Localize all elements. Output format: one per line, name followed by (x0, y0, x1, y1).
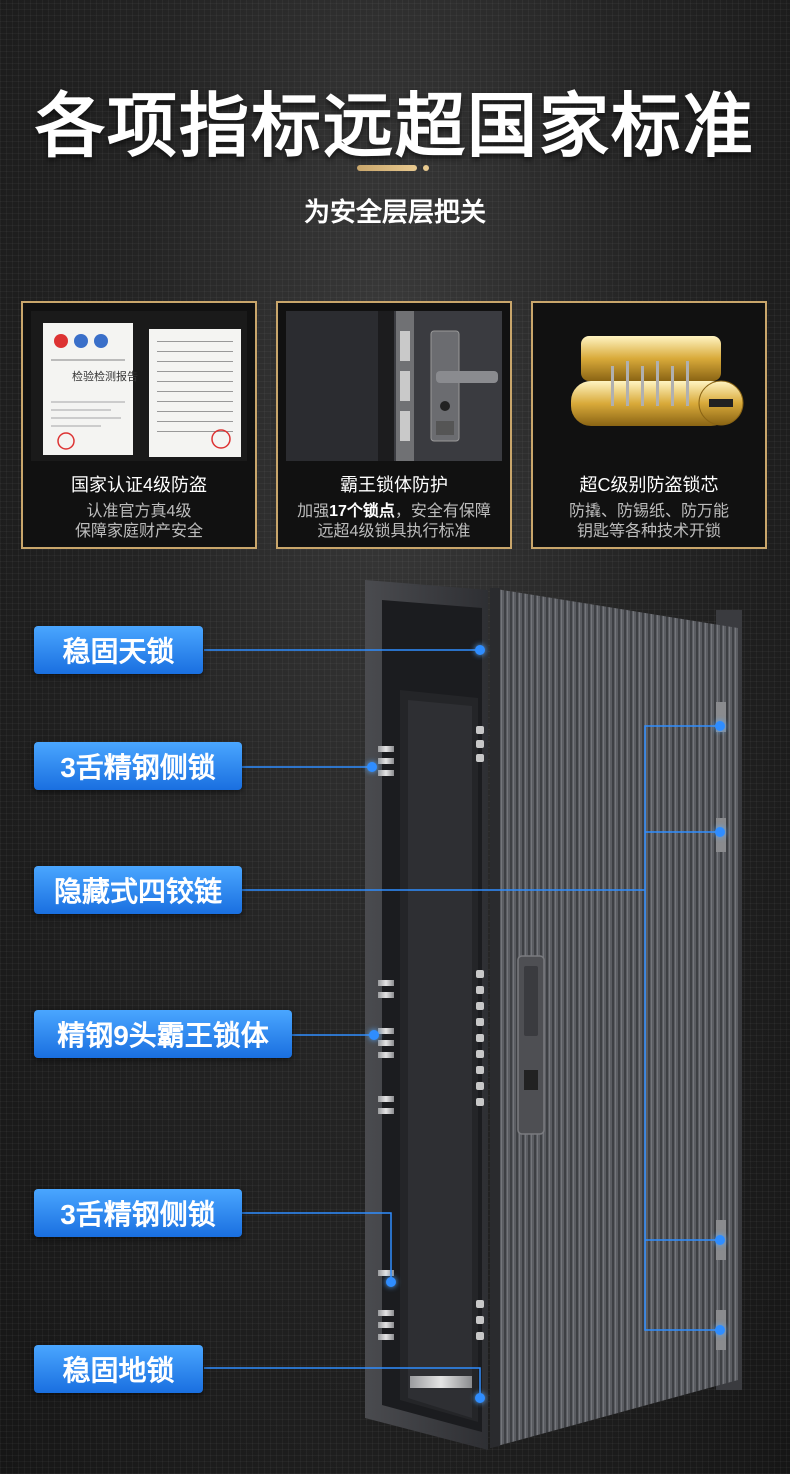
callout-dot (367, 762, 377, 772)
door-lock-body-icon (286, 311, 502, 461)
certificate-report-icon (31, 311, 247, 461)
gold-lock-cylinder-icon (541, 311, 757, 461)
page-title: 各项指标远超国家标准 (35, 87, 755, 165)
card-lock-body: 霸王锁体防护 加强17个锁点，安全有保障 远超4级锁具执行标准 (276, 301, 512, 549)
page-subtitle: 为安全层层把关 (303, 197, 486, 227)
callout-dot (715, 721, 725, 731)
card-line: 钥匙等各种技术开锁 (576, 523, 721, 540)
label-side-lock-lower: 3舌精钢侧锁 (34, 1189, 242, 1237)
card-line: 远超4级锁具执行标准 (317, 523, 471, 540)
card-line: 防撬、防锡纸、防万能 (568, 503, 729, 520)
report-heading: 检验检测报告 (72, 370, 138, 383)
label-side-lock-upper: 3舌精钢侧锁 (34, 742, 242, 790)
card-line: 保障家庭财产安全 (74, 523, 203, 540)
label-main-lock-body: 精钢9头霸王锁体 (34, 1010, 292, 1058)
callout-dot (369, 1030, 379, 1040)
label-bottom-lock: 稳固地锁 (34, 1345, 203, 1393)
card-line: 认准官方真4级 (86, 503, 192, 520)
door-illustration (204, 580, 742, 1450)
card-title: 超C级别防盗锁芯 (579, 475, 719, 495)
label-hidden-hinges: 隐藏式四铰链 (34, 866, 242, 914)
label-top-lock: 稳固天锁 (34, 626, 203, 674)
title-decoration (357, 165, 429, 171)
card-lock-cylinder: 超C级别防盗锁芯 防撬、防锡纸、防万能 钥匙等各种技术开锁 (531, 301, 767, 549)
callout-dot (475, 645, 485, 655)
card-title: 霸王锁体防护 (340, 475, 448, 495)
callout-dot (386, 1277, 396, 1287)
callout-dot (715, 1325, 725, 1335)
card-line: 加强17个锁点，安全有保障 (297, 503, 491, 520)
callout-dot (475, 1393, 485, 1403)
callout-dot (715, 1235, 725, 1245)
card-certification: 检验检测报告 国家认证4级防盗 认准官方真4级 保障家庭财产安全 (21, 301, 257, 549)
callout-dot (715, 827, 725, 837)
card-title: 国家认证4级防盗 (70, 475, 207, 495)
